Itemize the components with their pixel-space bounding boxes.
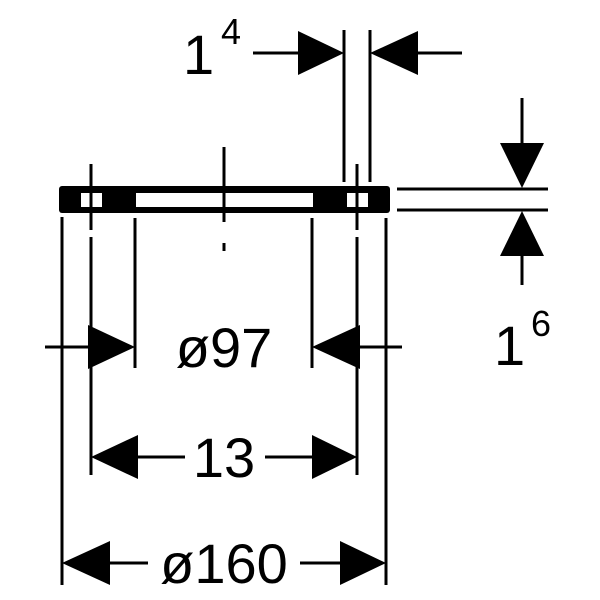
- outer-diameter-label: ø160: [160, 532, 288, 595]
- center-lines: [89, 147, 359, 251]
- thickness-label: 1: [494, 314, 525, 377]
- thickness-superscript: 6: [531, 303, 551, 344]
- gap-top-superscript: 4: [221, 11, 241, 52]
- extension-lines: [60, 30, 548, 585]
- dimension-arrows: [45, 31, 544, 585]
- inner-diameter-label: ø97: [176, 316, 273, 379]
- gap-top-label: 1: [183, 23, 214, 86]
- hole-spacing-label: 13: [193, 426, 255, 489]
